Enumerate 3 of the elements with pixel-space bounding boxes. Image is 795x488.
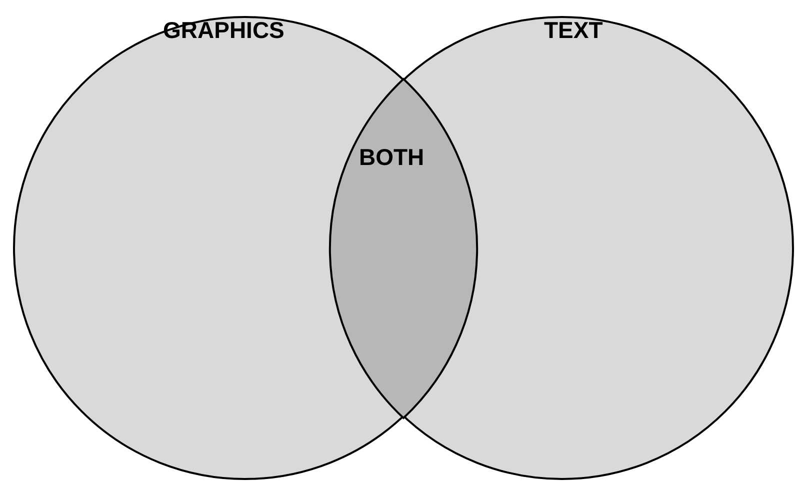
set-label: GRAPHICS: [163, 17, 284, 43]
set-label: TEXT: [544, 17, 603, 43]
set-label: BOTH: [359, 144, 424, 170]
